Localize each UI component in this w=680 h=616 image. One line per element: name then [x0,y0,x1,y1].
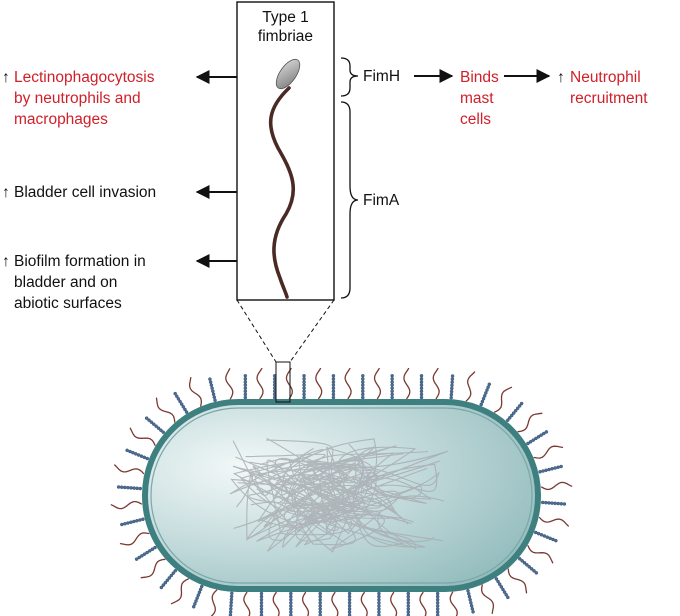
effect-2-line-0: Biofilm formation in [14,253,146,270]
fimbria-shaft [268,86,296,299]
effect-0-line-2: macrophages [14,111,108,128]
fimh-tip-icon [275,58,301,90]
neutrophil-recruitment-text: ↑ Neutrophil recruitment [557,69,648,107]
cell-pili [110,367,573,616]
zoom-line-left [236,299,277,363]
nucleoid-dna [229,437,449,553]
effect-2-line-1: bladder and on [14,274,117,291]
effect-0-line-1: by neutrophils and [14,90,141,107]
fimh-brace [340,57,359,97]
inset-box [236,1,335,301]
up-arrow-icon: ↑ [2,253,10,270]
effect-1-line-0: Bladder cell invasion [14,184,156,201]
effect-0-line-0: Lectinophagocytosis [14,69,155,86]
binds-line-2: cells [460,111,491,128]
fima-label: FimA [363,192,400,209]
neutrophil-line-0: Neutrophil [570,69,641,86]
neutrophil-line-1: recruitment [570,90,648,107]
binds-line-1: mast [460,90,494,107]
up-arrow-icon: ↑ [2,69,10,86]
cell-inner-membrane [150,407,533,584]
fimh-label: FimH [363,68,400,85]
effect-2-line-2: abiotic surfaces [14,295,122,312]
up-arrow-icon: ↑ [557,69,565,86]
zoom-box [275,361,291,403]
up-arrow-icon: ↑ [2,184,10,201]
binds-mast-cells-text: Binds mast cells [460,69,499,128]
fima-brace [340,101,359,299]
inset-title-line1: Type 1 [262,9,309,26]
inset-title-line2: fimbriae [258,28,313,45]
binds-line-0: Binds [460,69,499,86]
zoom-line-right [289,299,335,363]
